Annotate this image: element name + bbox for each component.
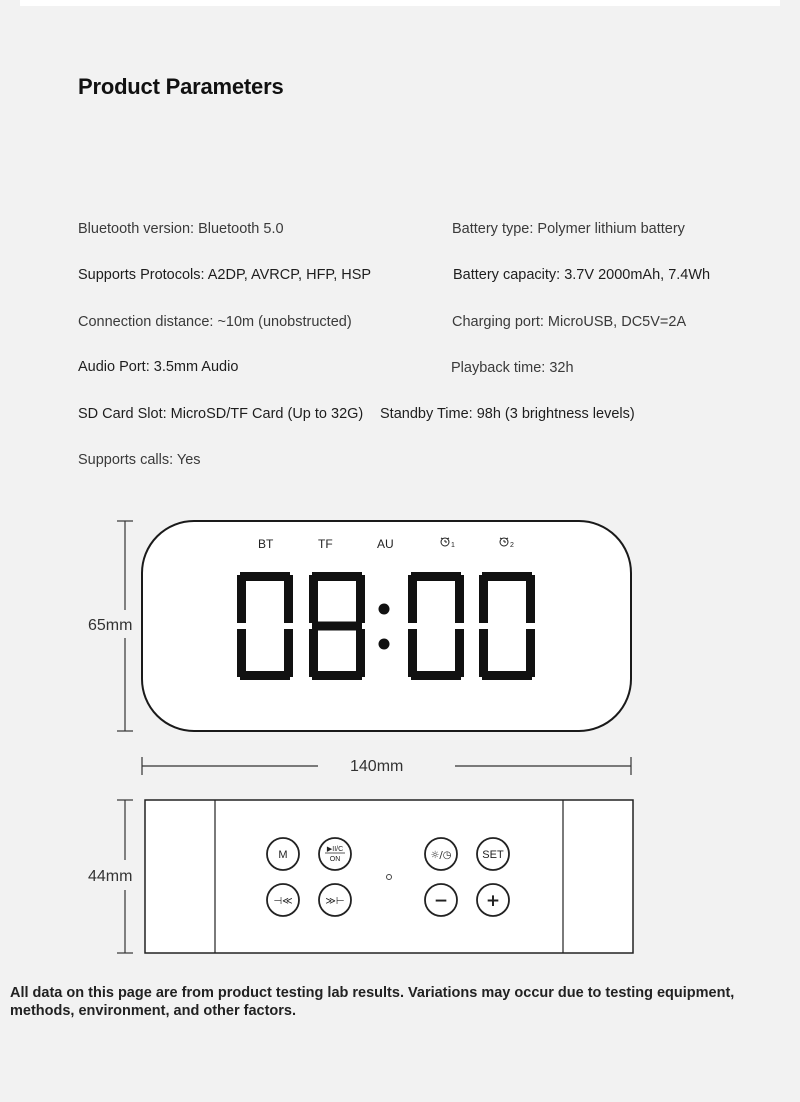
svg-text:1: 1 <box>451 542 455 549</box>
param-playback-time: Playback time: 32h <box>451 360 574 376</box>
time-digit <box>408 572 464 680</box>
mode-button[interactable]: M <box>266 837 300 871</box>
height-label-top: 44mm <box>88 868 132 885</box>
brightness-button[interactable]: ☼/◷ <box>424 837 458 871</box>
param-audio-port: Audio Port: 3.5mm Audio <box>78 359 239 375</box>
svg-text:▶II/C: ▶II/C <box>327 846 343 853</box>
alarm-1-icon: 1 <box>440 537 455 549</box>
minus-button[interactable]: − <box>424 883 458 917</box>
svg-text:2: 2 <box>510 542 514 549</box>
time-display <box>237 572 535 680</box>
microphone-hole <box>386 874 392 880</box>
time-digit <box>479 572 535 680</box>
param-sd-card: SD Card Slot: MicroSD/TF Card (Up to 32G… <box>78 406 364 422</box>
svg-text:+: + <box>486 891 500 911</box>
previous-button[interactable]: ⊣≪ <box>266 883 300 917</box>
colon-dot-bottom <box>378 638 390 650</box>
play-pause-button[interactable]: ▶II/C ON <box>318 837 352 871</box>
svg-text:⊣≪: ⊣≪ <box>273 896 292 907</box>
param-calls: Supports calls: Yes <box>78 452 201 468</box>
time-digit <box>237 572 293 680</box>
svg-text:ON: ON <box>330 856 341 863</box>
plus-button[interactable]: + <box>476 883 510 917</box>
param-battery-capacity: Battery capacity: 3.7V 2000mAh, 7.4Wh <box>453 267 711 283</box>
param-protocols: Supports Protocols: A2DP, AVRCP, HFP, HS… <box>78 267 372 283</box>
svg-text:M: M <box>278 849 287 861</box>
next-button[interactable]: ≫⊢ <box>318 883 352 917</box>
indicator-au: AU <box>377 537 394 551</box>
top-strip <box>20 0 780 6</box>
page-title: Product Parameters <box>78 74 284 99</box>
param-standby-time: Standby Time: 98h (3 brightness levels) <box>380 406 635 422</box>
footnote: All data on this page are from product t… <box>10 985 735 1019</box>
svg-text:☼/◷: ☼/◷ <box>430 850 451 861</box>
indicator-tf: TF <box>318 537 333 551</box>
svg-text:SET: SET <box>482 849 504 861</box>
clock-top-body <box>144 799 634 954</box>
height-label-front: 65mm <box>88 617 132 634</box>
param-connection-distance: Connection distance: ~10m (unobstructed) <box>78 314 352 330</box>
time-digit <box>309 572 365 680</box>
param-battery-type: Battery type: Polymer lithium battery <box>452 221 685 237</box>
height-dimension-front: 65mm <box>88 520 133 732</box>
alarm-2-icon: 2 <box>499 537 514 549</box>
width-label: 140mm <box>350 758 403 775</box>
clock-front-body <box>141 520 632 732</box>
width-dimension: 140mm <box>141 757 632 775</box>
indicator-bt: BT <box>258 537 274 551</box>
colon-dot-top <box>378 603 390 615</box>
svg-text:≫⊢: ≫⊢ <box>325 896 344 907</box>
height-dimension-top: 44mm <box>88 799 133 954</box>
param-charging-port: Charging port: MicroUSB, DC5V=2A <box>452 314 687 330</box>
svg-text:−: − <box>434 891 448 911</box>
param-bluetooth-version: Bluetooth version: Bluetooth 5.0 <box>78 221 284 237</box>
set-button[interactable]: SET <box>476 837 510 871</box>
